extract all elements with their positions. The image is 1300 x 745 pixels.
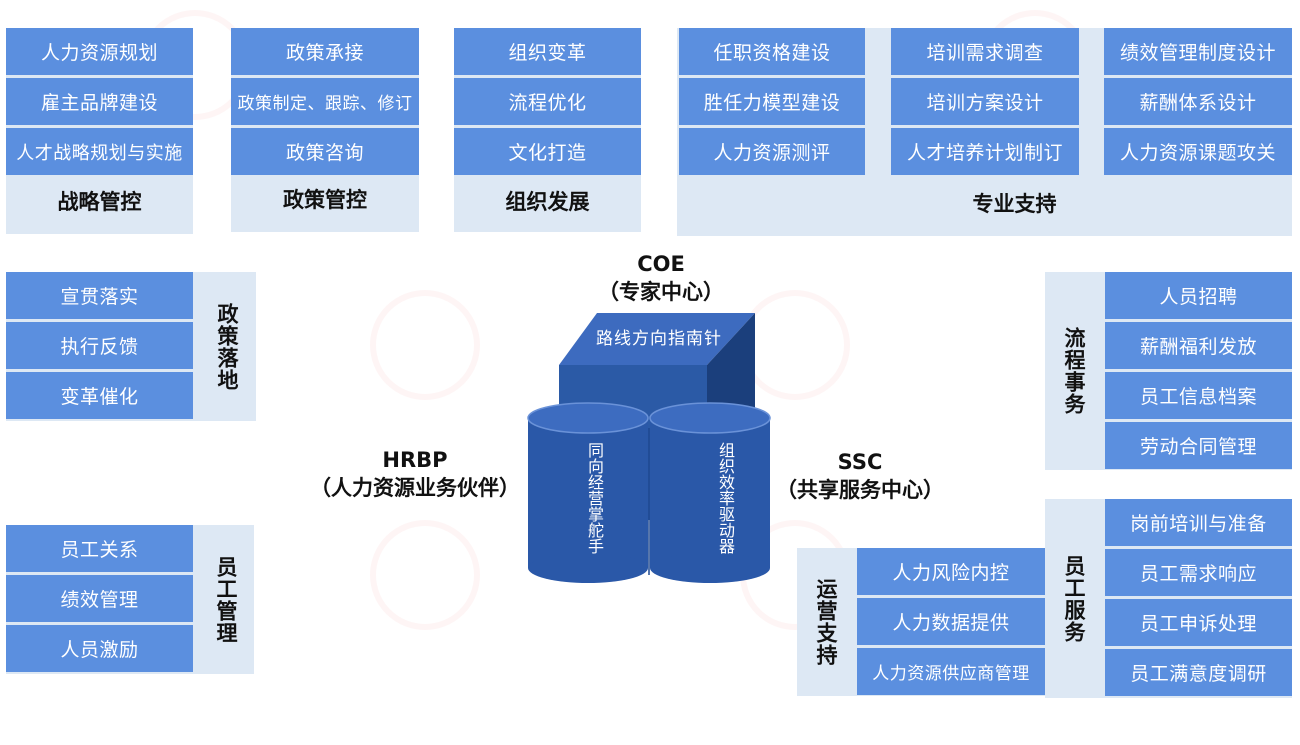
cylinder-right-top [650,403,770,433]
cube-front-face [559,365,707,520]
emp-mgmt-item: 绩效管理 [6,575,193,622]
pro-item: 人才培养计划制订 [891,128,1079,175]
ops-label: 运营支持 [814,578,838,666]
emp-service-item: 员工需求响应 [1105,549,1292,596]
hrbp-title-text: HRBP [382,448,448,472]
pro-item: 人力资源测评 [679,128,865,175]
ops-item: 人力风险内控 [857,548,1045,595]
watermark-logo [370,290,480,400]
ops-item: 人力资源供应商管理 [857,648,1045,695]
pro-item: 培训需求调查 [891,28,1079,75]
policy-item: 政策制定、跟踪、修订 [231,78,419,125]
pro-item: 绩效管理制度设计 [1104,28,1292,75]
hrbp-subtitle: （人力资源业务伙伴） [310,476,520,500]
pro-item: 薪酬体系设计 [1104,78,1292,125]
pro-item: 培训方案设计 [891,78,1079,125]
org-item: 组织变革 [454,28,641,75]
policy-land-item: 执行反馈 [6,322,193,369]
cylinder-left-bottom [528,553,648,583]
ssc-title-text: SSC [837,450,883,474]
emp-mgmt-item: 人员激励 [6,625,193,672]
org-item: 文化打造 [454,128,641,175]
watermark-logo [370,520,480,630]
ops-item: 人力数据提供 [857,598,1045,645]
cube-label: 路线方向指南针 [596,329,722,349]
process-label: 流程事务 [1062,327,1086,415]
pro-item: 胜任力模型建设 [679,78,865,125]
ssc-subtitle: （共享服务中心） [776,478,944,502]
strategy-item: 人力资源规划 [6,28,193,75]
process-item: 劳动合同管理 [1105,422,1292,469]
cylinder-right-label: 组织效率驱动器 [716,442,735,554]
emp-mgmt-item: 员工关系 [6,525,193,572]
cylinder-right-rim [649,402,771,434]
org-label: 组织发展 [505,189,590,214]
coe-title-text: COE [637,252,685,276]
policy-land-item: 宣贯落实 [6,272,193,319]
policy-label: 政策管控 [283,187,367,212]
policy-land-item: 变革催化 [6,372,193,419]
process-item: 人员招聘 [1105,272,1292,319]
emp-service-label: 员工服务 [1062,554,1086,643]
emp-mgmt-label: 员工管理 [214,555,238,644]
coe-subtitle: （专家中心） [598,280,724,304]
watermark-logo [740,290,850,400]
strategy-item: 雇主品牌建设 [6,78,193,125]
pro-item: 人力资源课题攻关 [1104,128,1292,175]
process-item: 薪酬福利发放 [1105,322,1292,369]
pro-item: 任职资格建设 [679,28,865,75]
cylinder-left-top [528,403,648,433]
hrbp-title: HRBP （人力资源业务伙伴） [305,446,525,502]
process-item: 员工信息档案 [1105,372,1292,419]
emp-service-item: 员工申诉处理 [1105,599,1292,646]
cylinder-left-rim [527,402,649,434]
strategy-item: 人才战略规划与实施 [6,128,193,175]
ssc-title: SSC （共享服务中心） [770,448,950,504]
policy-item: 政策咨询 [231,128,419,175]
coe-title: COE （专家中心） [561,250,761,306]
strategy-label: 战略管控 [57,189,142,214]
cylinder-left-label: 同向经营掌舵手 [585,442,604,554]
emp-service-item: 员工满意度调研 [1105,649,1292,696]
pro-label: 专业支持 [972,191,1057,216]
emp-service-item: 岗前培训与准备 [1105,499,1292,546]
policy-item: 政策承接 [231,28,419,75]
policy-land-label: 政策落地 [215,302,239,391]
org-item: 流程优化 [454,78,641,125]
